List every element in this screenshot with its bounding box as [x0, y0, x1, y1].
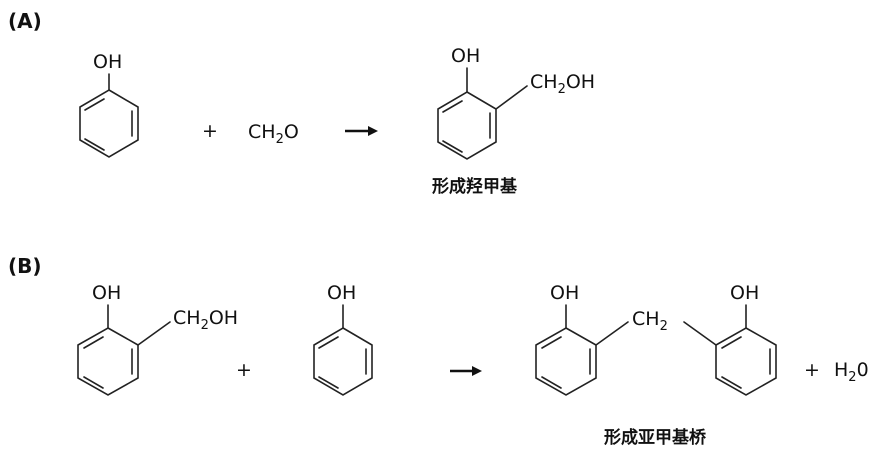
reaction-arrow-b [450, 366, 482, 376]
benzene-ring [77, 327, 139, 396]
panel-a-label: (A) [8, 9, 42, 33]
plus-sign-a: + [202, 120, 218, 142]
formaldehyde-formula: CH2O [248, 121, 299, 147]
ring-double-bonds [84, 98, 133, 151]
methylene-bridged-diphenol-product: OH CH2 OH [535, 282, 777, 396]
hydroxymethylphenol-reactant-b: OH CH2OH [77, 282, 238, 396]
ring-double-bonds [318, 336, 367, 389]
methylene-bridge-label: CH2 [632, 308, 668, 334]
bridge-sub: 2 [660, 319, 668, 334]
product-b-oh-left-label: OH [550, 282, 579, 304]
caption-a: 形成羟甲基 [432, 176, 518, 197]
ring-double-bonds [83, 336, 133, 389]
ch2oh-sub: 2 [558, 82, 566, 97]
benzene-ring [79, 89, 139, 158]
product-a-oh-label: OH [451, 45, 480, 67]
formaldehyde-o: O [284, 121, 299, 143]
benzene-ring-right [715, 327, 777, 396]
benzene-ring [313, 327, 373, 396]
reactant-b-oh-label: OH [92, 282, 121, 304]
plus-sign-b: + [236, 359, 252, 381]
ch2oh-oh: OH [566, 71, 595, 93]
bond-ch2-right-ring [683, 321, 717, 346]
ring-double-bonds-right [721, 336, 771, 389]
bond-ring-ch2 [495, 85, 528, 110]
bridge-ch: CH [632, 308, 660, 330]
water-h: H [834, 359, 848, 381]
phenol-molecule-a: OH [79, 51, 139, 158]
ring-double-bonds-left [541, 336, 591, 389]
product-a-ch2oh-label: CH2OH [530, 71, 595, 97]
plus-sign-water: + [804, 359, 820, 381]
benzene-ring [437, 91, 497, 160]
hydroxymethylphenol-product-a: OH CH2OH [437, 45, 595, 160]
product-b-oh-right-label: OH [730, 282, 759, 304]
bond-left-ring-ch2 [595, 321, 629, 346]
formaldehyde-sub: 2 [276, 132, 284, 147]
reactant-b-ch2oh-label: CH2OH [173, 307, 238, 333]
benzene-ring-left [535, 327, 597, 396]
water-sub: 2 [848, 370, 856, 385]
bond-ring-ch2 [137, 321, 171, 346]
ring-double-bonds [442, 100, 491, 153]
phenol-b-oh-label: OH [327, 282, 356, 304]
phenol-molecule-b: OH [313, 282, 373, 396]
ch2oh-ch: CH [530, 71, 558, 93]
water-formula: H20 [834, 359, 869, 385]
formaldehyde-text: CH2O [248, 121, 299, 147]
reaction-arrow-a [345, 126, 378, 136]
ch2oh-sub: 2 [201, 318, 209, 333]
panel-b-label: (B) [8, 254, 42, 278]
formaldehyde-ch: CH [248, 121, 276, 143]
water-o: 0 [857, 359, 869, 381]
ch2oh-ch: CH [173, 307, 201, 329]
ch2oh-oh: OH [209, 307, 238, 329]
caption-b: 形成亚甲基桥 [604, 427, 707, 448]
phenol-oh-label: OH [93, 51, 122, 73]
